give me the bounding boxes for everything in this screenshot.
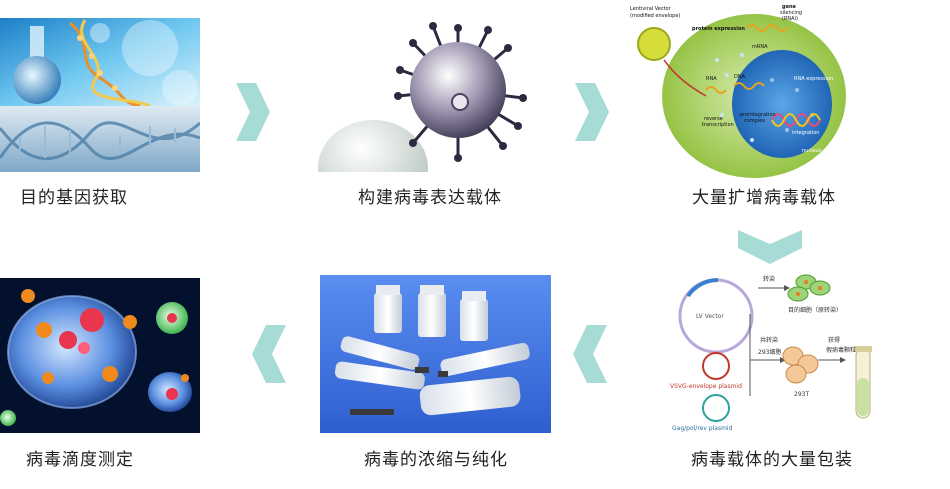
gag-plasmid-text: Gag/pol/rev plasmid: [672, 425, 733, 432]
concentration-purification-image: [320, 275, 551, 433]
reverse-text: reverse: [704, 116, 723, 122]
right-arrow-icon: [575, 83, 609, 141]
silencing-text: silencing: [780, 10, 802, 16]
lv-vector-text: LV Vector: [696, 313, 724, 320]
gene-text: gene: [782, 4, 797, 10]
complex-text: complex: [744, 118, 765, 124]
left-arrow-icon: [573, 325, 607, 383]
gene-acquisition-image: [0, 18, 200, 172]
dna-text: DNA: [734, 74, 746, 80]
mrna-text: mRNA: [752, 44, 768, 50]
step-label-construct-vector: 构建病毒表达载体: [358, 188, 502, 208]
integration-text: integration: [792, 130, 819, 136]
rna-expression-text: RNA expression: [794, 76, 833, 82]
step-label-amplify-vector: 大量扩增病毒载体: [692, 188, 836, 208]
titer-measurement-image: [0, 278, 200, 433]
vsvg-plasmid-text: VSVG-envelope plasmid: [670, 383, 742, 390]
down-arrow-icon: [738, 230, 802, 264]
rna-text: RNA: [706, 76, 717, 82]
lentiviral-vector-text: Lentiviral Vector: [630, 6, 672, 12]
step-label-gene-acquisition: 目的基因获取: [20, 188, 128, 208]
preintegration-text: preintegration: [740, 112, 776, 118]
modified-envelope-text: (modified envelope): [630, 13, 680, 19]
step-label-titer-measurement: 病毒滴度测定: [26, 450, 134, 470]
virus-particles-text: 假病毒颗粒: [826, 346, 856, 354]
virus-vector-image: [318, 18, 533, 172]
right-arrow-icon: [236, 83, 270, 141]
cells-293t-text: 293T: [794, 391, 809, 398]
nucleus-text: nucleus: [802, 148, 822, 154]
step-label-package-vector: 病毒载体的大量包装: [691, 450, 853, 470]
cells-293-text: 293细胞: [758, 348, 781, 356]
cotransfect-text: 共转染: [760, 336, 778, 344]
step-label-concentration-purification: 病毒的浓缩与纯化: [364, 450, 508, 470]
vector-amplification-diagram: Lentiviral Vector (modified envelope) pr…: [622, 0, 852, 178]
left-arrow-icon: [252, 325, 286, 383]
target-cells-text: 目的细胞（原转染）: [788, 306, 842, 314]
transcription-text: transcription: [702, 122, 734, 128]
harvest-text: 获得: [828, 336, 840, 344]
rnai-text: (RNAi): [782, 16, 798, 22]
vector-packaging-diagram: 转染 目的细胞（原转染） LV Vector 共转染 293细胞 获得 假病毒颗…: [668, 268, 880, 436]
protein-expression-text: protein expression: [692, 26, 745, 32]
transfect-text: 转染: [763, 275, 775, 283]
